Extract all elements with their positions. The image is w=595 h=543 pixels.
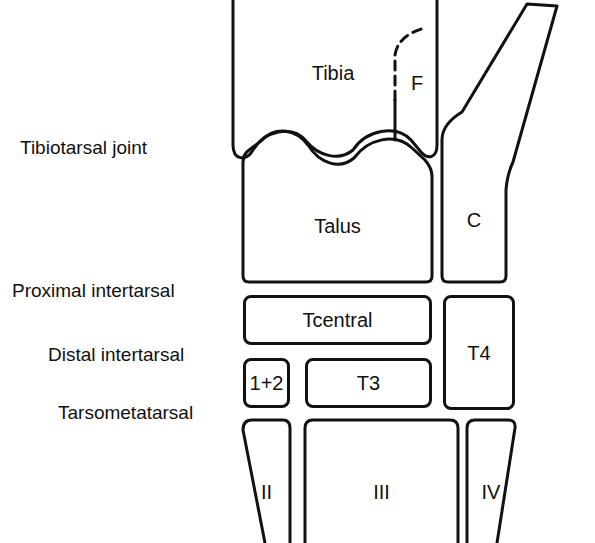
metatarsal-iv: IV xyxy=(467,440,515,543)
talus-outline xyxy=(243,131,432,282)
joint-label: Tibiotarsal joint xyxy=(20,137,147,159)
fourth-tarsal-box: T4 xyxy=(443,295,515,410)
central-tarsal-box: Tcentral xyxy=(243,295,432,345)
bone-name: Tcentral xyxy=(302,309,372,331)
metatarsal-iii: III xyxy=(305,440,458,543)
fibula-bone: F xyxy=(397,45,437,120)
calcaneus-outline xyxy=(442,4,557,282)
metatarsal-ii: II xyxy=(243,440,290,543)
joint-label: Proximal intertarsal xyxy=(12,280,175,302)
bone-name: Talus xyxy=(314,215,361,237)
tarsal-1-2-box: 1+2 xyxy=(243,358,290,408)
metatarsal-iii-outline xyxy=(305,420,458,543)
joint-label: Distal intertarsal xyxy=(48,344,184,366)
third-tarsal-box: T3 xyxy=(305,358,432,408)
joint-label: Tarsometatarsal xyxy=(58,402,193,424)
talus-bone: Talus xyxy=(243,172,432,280)
tibia-bone: Tibia xyxy=(233,20,433,125)
bone-name: IV xyxy=(482,481,501,503)
bone-name: Tibia xyxy=(312,62,355,84)
bone-name: 1+2 xyxy=(250,372,284,394)
tibia-outline xyxy=(233,0,437,158)
calcaneus-bone: C xyxy=(442,160,506,280)
metatarsal-ii-outline xyxy=(243,420,290,543)
bone-name: F xyxy=(411,72,423,94)
fibula-dashed-outline xyxy=(395,28,425,100)
fibula-line xyxy=(394,100,397,140)
bone-name: C xyxy=(467,209,481,231)
bone-name: T4 xyxy=(467,342,490,364)
bone-name: T3 xyxy=(357,372,380,394)
bone-name: II xyxy=(261,481,272,503)
metatarsal-iv-outline xyxy=(467,420,515,543)
bone-name: III xyxy=(373,481,390,503)
